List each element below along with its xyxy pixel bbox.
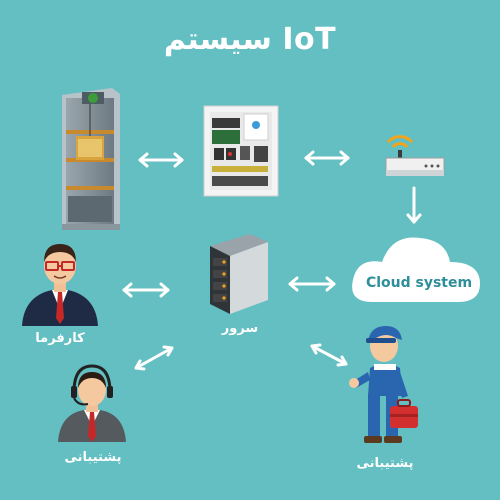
arrow-employer-server <box>122 282 170 298</box>
server-label: سرور <box>221 321 259 336</box>
employer-label: کارفرما <box>35 331 85 346</box>
arrow-server-technician <box>310 343 348 367</box>
arrow-server-support <box>134 345 174 371</box>
businessman-icon <box>22 244 98 326</box>
router-icon <box>385 135 445 176</box>
arrow-elevator-panel <box>138 152 184 168</box>
control-panel-icon <box>203 105 279 197</box>
support-left-label: پشتیبانی <box>64 450 122 465</box>
page-title: سیستم IoT <box>163 22 337 57</box>
elevator-icon <box>62 88 120 230</box>
arrow-panel-router <box>304 150 350 166</box>
server-icon <box>210 234 268 314</box>
cloud-icon <box>352 237 480 302</box>
arrow-server-cloud <box>288 276 336 292</box>
support-agent-icon <box>58 364 126 442</box>
arrow-router-cloud <box>406 186 422 224</box>
cloud-label: Cloud system <box>365 275 473 291</box>
technician-icon <box>349 326 418 443</box>
support-right-label: پشتیبانی <box>356 456 414 471</box>
